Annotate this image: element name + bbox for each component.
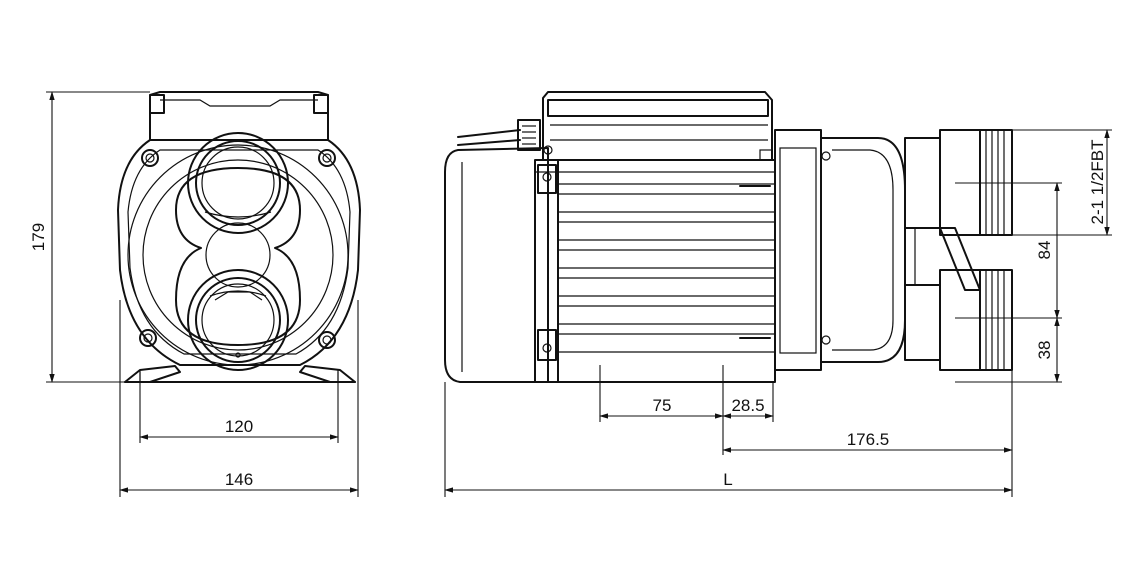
dim-base-width: 146: [225, 470, 253, 489]
dimension-lines: [46, 91, 1112, 497]
side-view: [444, 91, 1013, 383]
dimension-labels: 179 120 146 75 28.5 176.5 L 84 38 2-1 1/…: [29, 139, 1107, 489]
front-view: [117, 91, 361, 383]
dim-port-spacing: 84: [1035, 241, 1054, 260]
dim-height-front: 179: [29, 223, 48, 251]
dim-overall-length: L: [723, 470, 732, 489]
dim-thread-spec: 2-1 1/2FBT: [1088, 139, 1107, 224]
dim-lower-port-height: 38: [1035, 341, 1054, 360]
dim-motor-to-pump: 28.5: [731, 396, 764, 415]
dim-pump-length: 176.5: [847, 430, 890, 449]
dim-port-offset: 75: [653, 396, 672, 415]
dim-foot-spacing: 120: [225, 417, 253, 436]
motor-fins: [558, 183, 775, 353]
lower-thread: [985, 270, 1005, 370]
